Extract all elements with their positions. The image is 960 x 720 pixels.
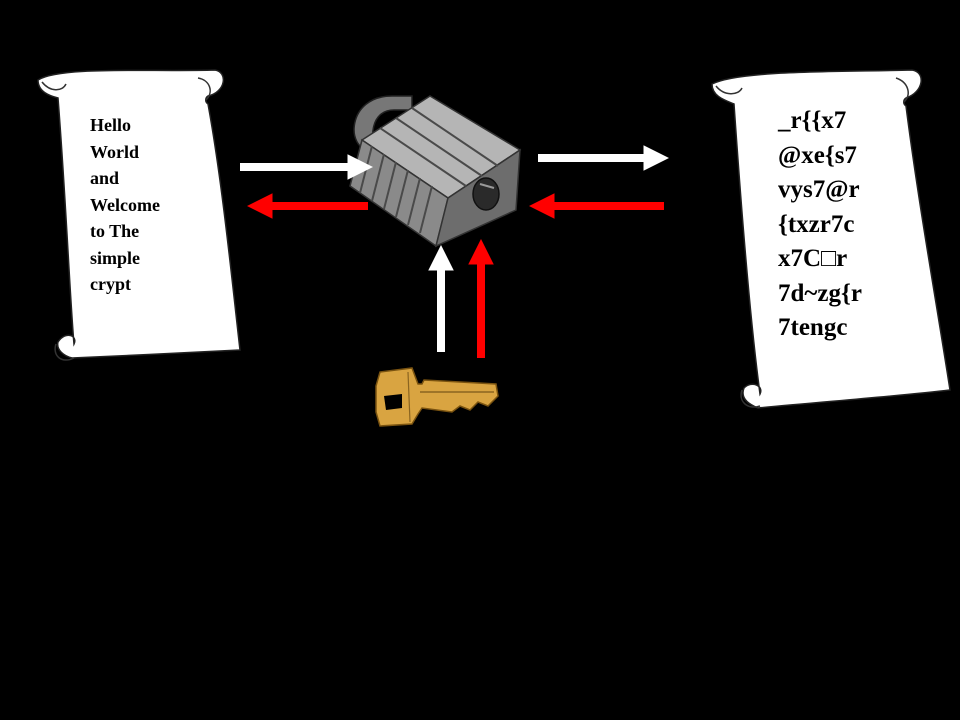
ciphertext-scroll-icon: [711, 69, 951, 409]
plaintext-scroll-icon: [37, 69, 241, 361]
plaintext-message: Hello World and Welcome to The simple cr…: [90, 115, 160, 294]
key-icon: [375, 367, 499, 427]
padlock-icon: [349, 95, 522, 248]
key-label: Key=23: [411, 428, 477, 453]
page-title: Private-key Cryptography: [60, 600, 377, 631]
ciphertext-message: _r{{x7 @xe{s7 vys7@r {txzr7c x7C□r 7d~zg…: [778, 107, 862, 341]
